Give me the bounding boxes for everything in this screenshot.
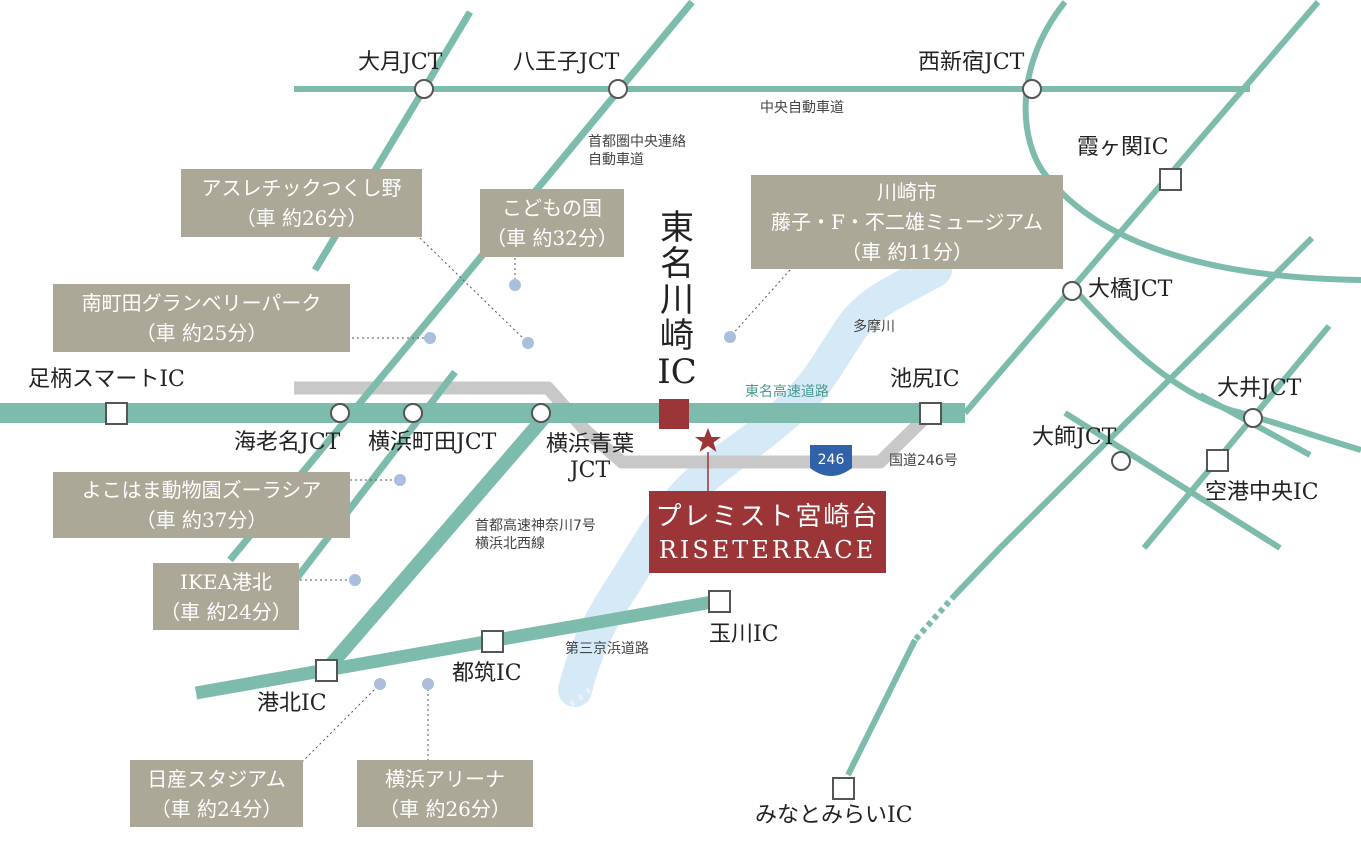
daisan-keihin-label: 第三京浜道路 <box>565 641 649 657</box>
property-star-icon <box>695 428 721 452</box>
tomei-kawasaki-ic-marker <box>659 399 689 429</box>
route-246-shield: 246 <box>810 445 852 476</box>
property-label: プレミスト宮崎台 RISETERRACE <box>649 491 886 573</box>
jct-nodes <box>330 79 1263 471</box>
spot-kodomonokuni: こどもの国（車 約32分） <box>480 189 624 257</box>
yokohamaaoba-jct-label: 横浜青葉 JCT <box>546 432 635 483</box>
leader-lines <box>300 237 791 763</box>
spot-dots <box>349 279 736 690</box>
spot-nissan-stadium: 日産スタジアム（車 約24分） <box>130 760 303 827</box>
nishishinjuku-jct-label: 西新宿JCT <box>918 50 1025 75</box>
tomei-expressway-label: 東名高速道路 <box>745 384 829 400</box>
spot-ikea-kohoku: IKEA港北（車 約24分） <box>153 563 299 630</box>
property-name-en: RISETERRACE <box>658 536 877 564</box>
kuko-chuo-ic-label: 空港中央IC <box>1205 480 1319 505</box>
ebina-jct-label: 海老名JCT <box>234 430 341 455</box>
spot-yokohama-arena: 横浜アリーナ（車 約26分） <box>357 760 533 827</box>
k7-line-label: 首都高速神奈川7号 横浜北西線 <box>475 518 596 552</box>
route-246-label: 国道246号 <box>889 453 958 469</box>
ohashi-jct-label: 大橋JCT <box>1088 277 1173 302</box>
kohoku-ic-label: 港北IC <box>257 691 327 716</box>
property-name-ja: プレミスト宮崎台 <box>655 502 880 532</box>
minatomirai-ic-label: みなとみらいIC <box>755 803 913 828</box>
spot-fujiko-museum: 川崎市 藤子・F・不二雄ミュージアム（車 約11分） <box>751 175 1063 269</box>
spot-grandberry-park: 南町田グランベリーパーク（車 約25分） <box>53 284 350 352</box>
yokohamamachida-jct-label: 横浜町田JCT <box>368 430 497 455</box>
daishi-jct-label: 大師JCT <box>1032 425 1117 450</box>
ikejiri-ic-label: 池尻IC <box>890 367 960 392</box>
route-246-road <box>294 381 935 469</box>
chuo-expressway-label: 中央自動車道 <box>760 100 844 116</box>
otsuki-jct-label: 大月JCT <box>358 50 443 75</box>
svg-text:246: 246 <box>818 452 845 468</box>
tamagawa-ic-label: 玉川IC <box>709 622 779 647</box>
ic-nodes <box>105 168 1229 800</box>
kenodo-label: 首都圏中央連絡 自動車道 <box>588 134 686 168</box>
ohi-jct-label: 大井JCT <box>1217 376 1302 401</box>
kasumigaseki-ic-label: 霞ヶ関IC <box>1077 135 1169 160</box>
tsuzuki-ic-label: 都筑IC <box>452 661 522 686</box>
spot-zoorasia: よこはま動物園ズーラシア（車 約37分） <box>53 472 350 538</box>
tama-river-label: 多摩川 <box>853 319 895 335</box>
daisan-keihin <box>194 594 720 700</box>
spot-athletic-tsukushino: アスレチックつくし野（車 約26分） <box>181 169 422 237</box>
hachioji-jct-label: 八王子JCT <box>513 50 620 75</box>
k7-line <box>316 408 554 680</box>
tomei-kawasaki-ic-title: 東 名 川 崎 IC <box>657 208 697 392</box>
ashigara-ic-label: 足柄スマートIC <box>28 367 185 392</box>
